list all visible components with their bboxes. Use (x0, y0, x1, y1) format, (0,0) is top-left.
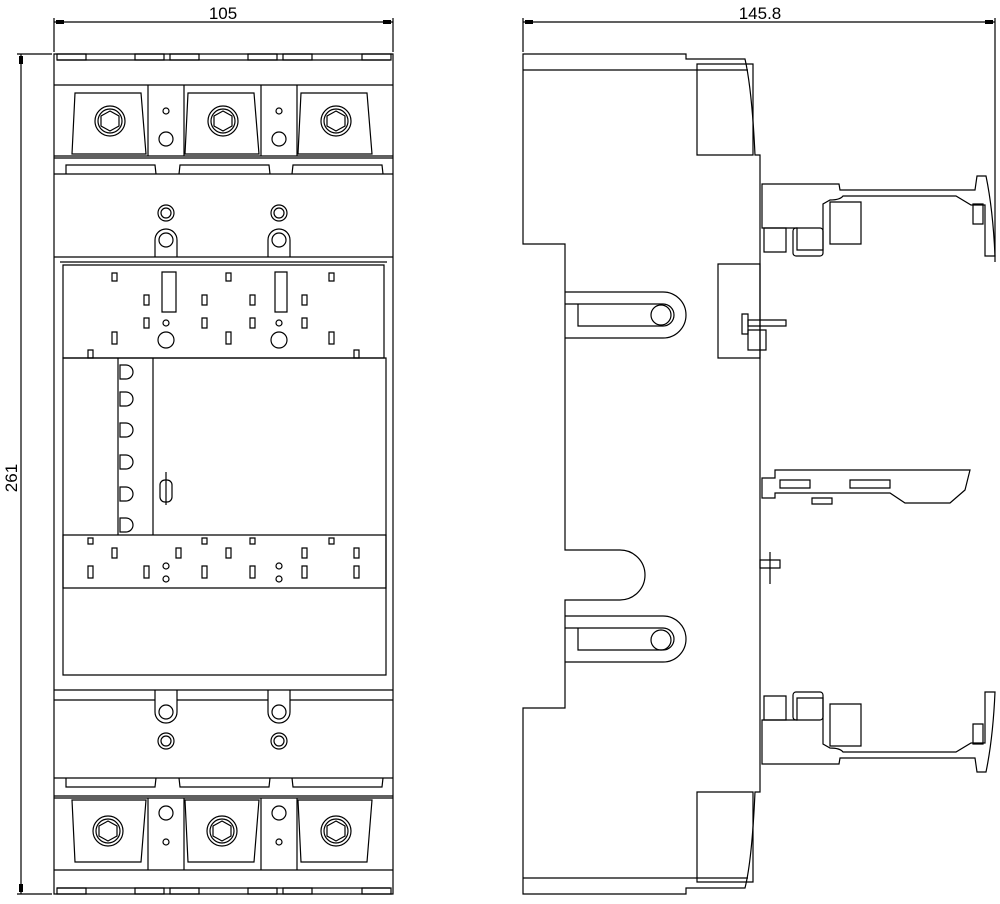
top-connector (762, 176, 995, 256)
dimension-width-front: 105 (54, 4, 393, 52)
bottom-terminals (54, 798, 393, 894)
terminal-screw-icon (93, 816, 123, 846)
terminal-screw-icon (321, 106, 351, 136)
handle-slot-lower (565, 616, 686, 662)
terminal-screw-icon (207, 816, 237, 846)
dimension-height-front: 261 (2, 54, 52, 894)
lower-area (63, 358, 386, 675)
depth-label: 145.8 (739, 4, 782, 23)
top-panel (54, 205, 393, 262)
terminal-screw-icon (208, 106, 238, 136)
bottom-panel (54, 690, 393, 798)
terminal-screw-icon (321, 816, 351, 846)
release-pin-icon (160, 472, 172, 505)
upper-accessory (718, 264, 786, 358)
dimension-depth-side: 145.8 (523, 4, 995, 262)
mid-plate (63, 265, 384, 358)
bottom-connector (762, 692, 995, 772)
height-label: 261 (2, 464, 21, 492)
top-cap (54, 54, 393, 85)
terminal-screw-icon (95, 106, 125, 136)
handle-slot-upper (565, 292, 686, 338)
front-view (54, 54, 393, 894)
width-label: 105 (209, 4, 237, 23)
side-view (523, 54, 995, 894)
top-terminals (54, 85, 393, 174)
operating-handle (762, 470, 970, 504)
